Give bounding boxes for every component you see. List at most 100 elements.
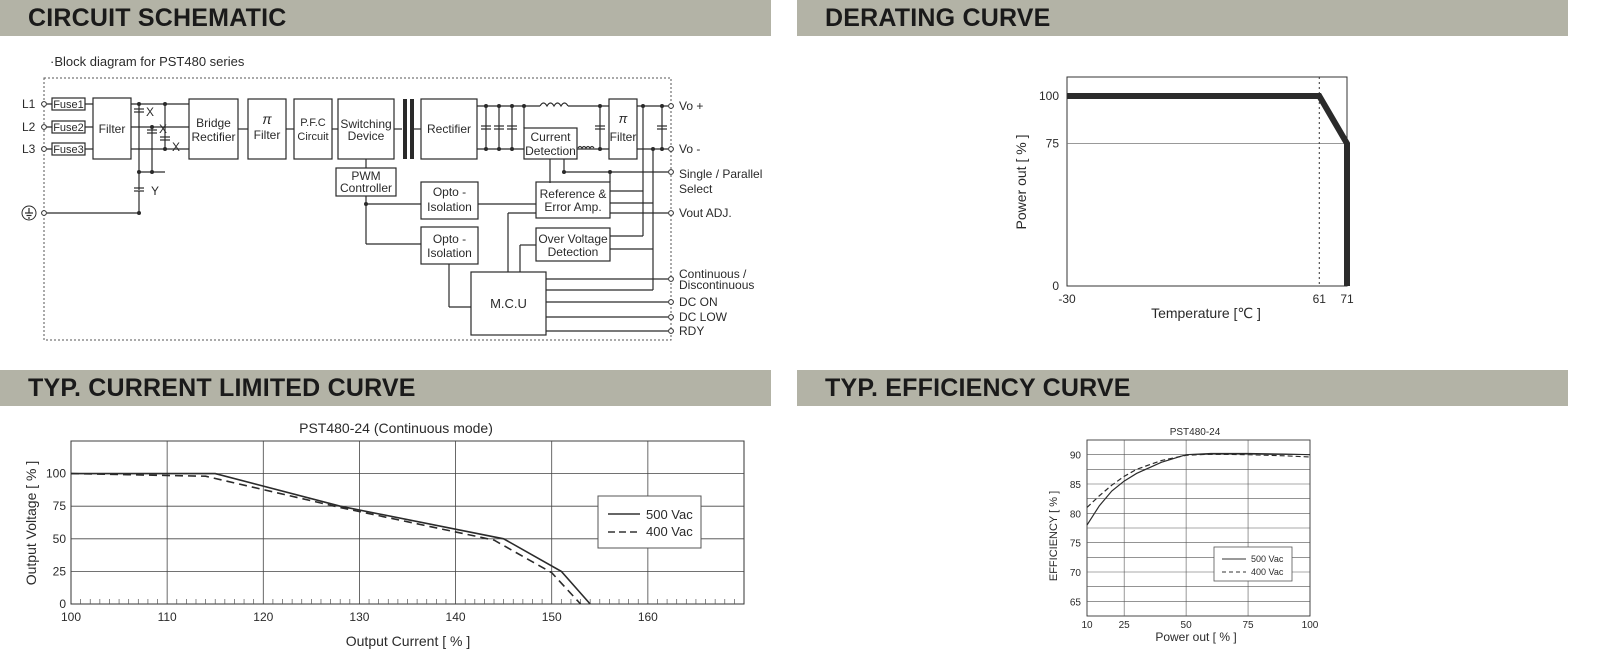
current-ytick-label: 0: [59, 597, 66, 611]
current-ytick-label: 50: [53, 532, 67, 546]
derating-ytick-label: 100: [1039, 89, 1059, 103]
switching-device-label-2: Device: [348, 129, 385, 143]
current-detection-label-2: Detection: [525, 144, 576, 158]
derating-ytick-label: 0: [1052, 279, 1059, 293]
fuse-3-label: Fuse3: [53, 144, 84, 156]
derating-xtick-label: 61: [1313, 292, 1327, 306]
reference-error-amp-label-2: Error Amp.: [544, 200, 601, 214]
x-cap-label-1: X: [146, 105, 154, 119]
eff-xtick-label: 25: [1119, 620, 1131, 631]
output-continuous-1: Continuous /: [679, 267, 747, 281]
pi-filter-symbol: π: [262, 111, 272, 127]
block-diagram-caption: ·Block diagram for PST480 series: [50, 54, 245, 69]
current-chart-title: PST480-24 (Continuous mode): [299, 420, 493, 436]
eff-series-500vac: [1086, 452, 1311, 526]
opto-isolation-1-label-2: Isolation: [427, 200, 472, 214]
current-chart-xlabel: Output Current [ % ]: [346, 633, 471, 649]
eff-chart-ylabel: EFFICIENCY [ % ]: [1048, 491, 1060, 581]
derating-plot-frame: [1066, 76, 1348, 287]
filter-block-label: Filter: [99, 122, 126, 136]
eff-ytick-label: 65: [1070, 597, 1082, 608]
current-ytick-label: 25: [53, 564, 67, 578]
x-cap-label-3: X: [172, 140, 180, 154]
derating-ytick-label: 75: [1046, 137, 1060, 151]
input-label-l1: L1: [22, 97, 36, 111]
eff-ytick-label: 85: [1070, 480, 1082, 491]
eff-legend-500vac: 500 Vac: [1251, 554, 1284, 564]
current-chart-legend: 500 Vac 400 Vac: [597, 495, 702, 549]
derating-curve-header: DERATING CURVE: [797, 0, 1568, 36]
current-xtick-label: 140: [446, 610, 466, 624]
current-detection-label-1: Current: [530, 130, 571, 144]
x-cap-label-2: X: [159, 122, 167, 136]
eff-ytick-label: 70: [1070, 568, 1082, 579]
eff-legend-400vac: 400 Vac: [1251, 567, 1284, 577]
derating-series-line: [1067, 93, 1350, 286]
output-dc-on: DC ON: [679, 295, 718, 309]
derating-xlabel: Temperature [℃ ]: [1151, 305, 1261, 321]
reference-error-amp-label-1: Reference &: [540, 187, 607, 201]
derating-xtick-label: 71: [1340, 292, 1354, 306]
eff-xtick-label: 50: [1181, 620, 1193, 631]
current-xtick-label: 120: [253, 610, 273, 624]
over-voltage-label-1: Over Voltage: [538, 232, 608, 246]
current-series-400vac: [70, 472, 582, 605]
derating-chart: Temperature [℃ ] Power out [ % ] -30 61 71…: [1013, 76, 1354, 321]
current-xtick-label: 150: [542, 610, 562, 624]
eff-xtick-label: 75: [1242, 620, 1254, 631]
eff-chart-xlabel: Power out [ % ]: [1155, 630, 1236, 644]
input-label-l3: L3: [22, 142, 36, 156]
current-limited-curve-header: TYP. CURRENT LIMITED CURVE: [0, 370, 771, 406]
eff-xtick-label: 100: [1302, 620, 1319, 631]
current-series-500vac: [71, 472, 591, 605]
circuit-schematic-header: CIRCUIT SCHEMATIC: [0, 0, 771, 36]
input-label-l2: L2: [22, 120, 36, 134]
fuse-2-label: Fuse2: [53, 122, 84, 134]
switching-device-label-1: Switching: [340, 117, 391, 131]
output-single-parallel-1: Single / Parallel: [679, 167, 762, 181]
output-pi-filter-symbol: π: [619, 111, 628, 126]
eff-xtick-label: 10: [1081, 620, 1093, 631]
eff-ytick-label: 80: [1070, 509, 1082, 520]
opto-isolation-1-label-1: Opto -: [433, 185, 466, 199]
pwm-label-2: Controller: [340, 181, 392, 195]
y-cap-label: Y: [151, 184, 159, 198]
eff-chart-legend: 500 Vac 400 Vac: [1213, 546, 1293, 582]
block-diagram: ·Block diagram for PST480 series L1 L2 L…: [21, 54, 762, 341]
opto-isolation-2-label-1: Opto -: [433, 232, 466, 246]
bridge-rectifier-label-2: Rectifier: [191, 130, 235, 144]
opto-isolation-2-label-2: Isolation: [427, 246, 472, 260]
current-legend-500vac: 500 Vac: [646, 507, 693, 522]
efficiency-chart: PST480-24 Power out [ % ] EFFICIENCY [ %…: [1048, 427, 1319, 644]
pwm-label-1: PWM: [351, 169, 380, 183]
eff-series-400vac: [1086, 453, 1311, 508]
eff-ytick-label: 75: [1070, 539, 1082, 550]
eff-chart-title: PST480-24: [1170, 427, 1221, 438]
current-xtick-label: 110: [158, 610, 177, 624]
output-vo-plus: Vo +: [679, 99, 703, 113]
output-dc-low: DC LOW: [679, 310, 728, 324]
current-legend-400vac: 400 Vac: [646, 524, 693, 539]
derating-xtick-label: -30: [1058, 292, 1076, 306]
output-pi-filter-label: Filter: [610, 130, 637, 144]
derating-ylabel: Power out [ % ]: [1013, 135, 1029, 230]
bridge-rectifier-label-1: Bridge: [196, 116, 231, 130]
output-single-parallel-2: Select: [679, 182, 713, 196]
output-continuous-2: Discontinuous: [679, 278, 754, 292]
fuse-1-label: Fuse1: [53, 99, 84, 111]
efficiency-curve-header: TYP. EFFICIENCY CURVE: [797, 370, 1568, 406]
current-limited-chart: PST480-24 (Continuous mode) Output Curre…: [23, 420, 745, 649]
pi-filter-label: Filter: [254, 128, 281, 142]
over-voltage-label-2: Detection: [548, 245, 599, 259]
output-vout-adj: Vout ADJ.: [679, 206, 732, 220]
eff-ytick-label: 90: [1070, 451, 1082, 462]
current-xtick-label: 100: [61, 610, 81, 624]
rectifier-label: Rectifier: [427, 122, 471, 136]
mcu-label: M.C.U: [490, 296, 527, 311]
output-vo-minus: Vo -: [679, 142, 700, 156]
current-ytick-label: 75: [53, 499, 67, 513]
pfc-label-1: P.F.C: [300, 117, 326, 129]
current-chart-ylabel: Output Voltage [ % ]: [23, 461, 39, 586]
pfc-label-2: Circuit: [297, 131, 328, 143]
current-xtick-label: 130: [349, 610, 369, 624]
